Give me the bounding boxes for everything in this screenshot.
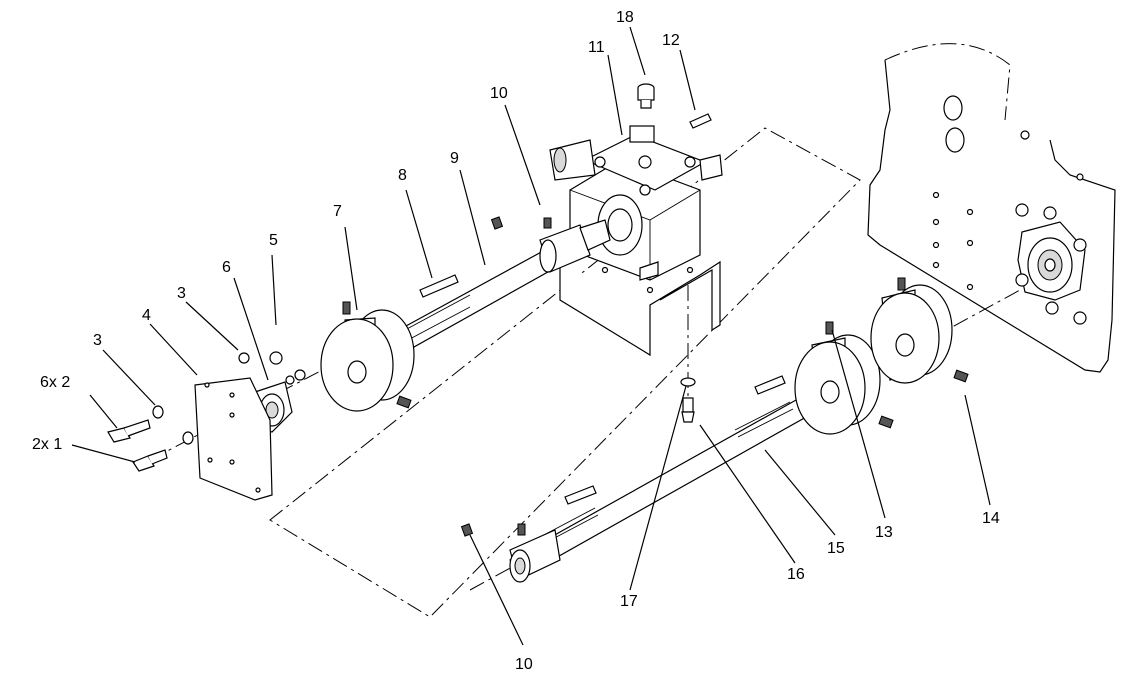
pulley-lower-left bbox=[794, 321, 894, 435]
bolt-2 bbox=[107, 419, 151, 443]
callout-10-lower: 10 bbox=[515, 656, 533, 673]
callout-3-lower: 3 bbox=[93, 332, 102, 349]
callout-15: 15 bbox=[827, 540, 845, 557]
upper-shaft bbox=[393, 219, 611, 353]
callout-4: 4 bbox=[142, 307, 151, 324]
callout-8: 8 bbox=[398, 167, 407, 184]
callout-9: 9 bbox=[450, 150, 459, 167]
vent-plug bbox=[637, 83, 655, 109]
callout-11: 11 bbox=[588, 39, 605, 56]
lower-shaft bbox=[509, 392, 817, 583]
callout-16: 16 bbox=[787, 566, 805, 583]
callout-5: 5 bbox=[269, 232, 278, 249]
washer-3 bbox=[152, 405, 164, 419]
setscrew-lower-1 bbox=[460, 523, 474, 537]
callout-6: 6 bbox=[222, 259, 231, 276]
callout-3-upper: 3 bbox=[177, 285, 186, 302]
bolt-16 bbox=[681, 397, 695, 423]
callout-10-upper: 10 bbox=[490, 85, 508, 102]
setscrew-lower-2 bbox=[517, 523, 526, 536]
bolt-1 bbox=[132, 449, 168, 472]
callout-2x1: 2x 1 bbox=[32, 436, 62, 453]
key-8 bbox=[419, 274, 459, 298]
key-lower-1 bbox=[564, 485, 597, 505]
key-12 bbox=[689, 113, 712, 129]
pulley-lower-right bbox=[870, 277, 969, 384]
key-lower-2 bbox=[754, 375, 786, 395]
callout-18: 18 bbox=[616, 9, 634, 26]
mounting-plate-left bbox=[182, 377, 273, 501]
side-plate bbox=[867, 43, 1116, 373]
pulley-upper bbox=[320, 301, 415, 412]
callout-labels: 18 12 11 10 9 8 7 5 6 3 4 3 6x 2 2x 1 14… bbox=[32, 9, 1000, 673]
setscrew-upper-2 bbox=[543, 217, 552, 229]
callout-14: 14 bbox=[982, 510, 1000, 527]
leader-lines bbox=[71, 26, 991, 646]
callout-12: 12 bbox=[662, 32, 680, 49]
callout-6x2: 6x 2 bbox=[40, 374, 70, 391]
setscrew-upper-1 bbox=[490, 216, 504, 230]
washer-17 bbox=[680, 377, 696, 387]
callout-17: 17 bbox=[620, 593, 638, 610]
callout-7: 7 bbox=[333, 203, 342, 220]
callout-13: 13 bbox=[875, 524, 893, 541]
